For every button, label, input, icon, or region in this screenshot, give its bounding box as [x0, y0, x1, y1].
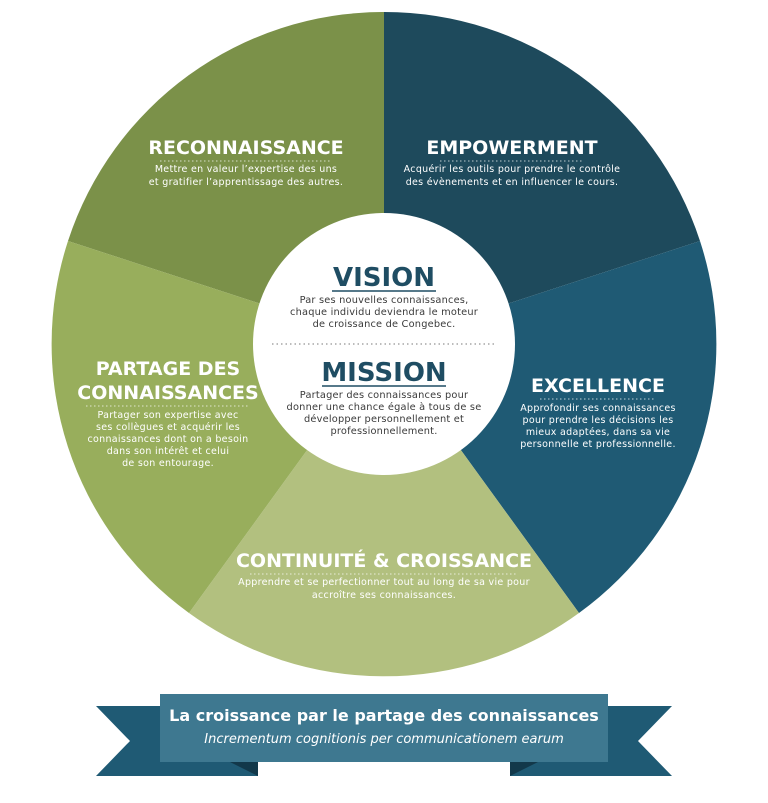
ribbon-fold-left: [230, 762, 258, 776]
partage-title-1: PARTAGE DES: [96, 358, 240, 380]
mission-title: MISSION: [321, 358, 446, 388]
partage-title-2: CONNAISSANCES: [77, 382, 258, 404]
empowerment-title: EMPOWERMENT: [426, 137, 597, 159]
center-circle: [253, 213, 515, 475]
excellence-desc-3: mieux adaptées, dans sa vie: [526, 427, 670, 438]
ribbon-fold-right: [510, 762, 538, 776]
partage-desc-4: dans son intérêt et celui: [107, 446, 230, 457]
partage-desc-5: de son entourage.: [122, 458, 214, 469]
continuite-desc-1: Apprendre et se perfectionner tout au lo…: [238, 577, 530, 588]
banner-subtitle: Incrementum cognitionis per communicatio…: [204, 732, 564, 747]
mission-desc-3: développer personnellement et: [304, 413, 464, 425]
excellence-desc-1: Approfondir ses connaissances: [520, 403, 676, 414]
excellence-desc-2: pour prendre les décisions les: [523, 415, 674, 426]
continuite-desc-2: accroître ses connaissances.: [312, 590, 456, 601]
banner: [160, 694, 608, 762]
empowerment-desc-1: Acquérir les outils pour prendre le cont…: [404, 164, 621, 175]
reconnaissance-desc-2: et gratifier l’apprentissage des autres.: [149, 177, 343, 188]
partage-desc-2: ses collègues et acquérir les: [96, 422, 240, 433]
mission-desc-4: professionnellement.: [330, 426, 437, 437]
partage-desc-3: connaissances dont on a besoin: [88, 434, 249, 445]
vision-desc-1: Par ses nouvelles connaissances,: [300, 295, 469, 306]
empowerment-desc-2: des évènements et en influencer le cours…: [406, 177, 619, 188]
mission-desc-1: Partager des connaissances pour: [300, 390, 469, 401]
partage-desc-1: Partager son expertise avec: [97, 410, 238, 421]
mission-desc-2: donner une chance égale à tous de se: [287, 401, 482, 413]
excellence-desc-4: personnelle et professionnelle.: [520, 439, 676, 450]
reconnaissance-title: RECONNAISSANCE: [148, 137, 343, 159]
segment-continuite-croissance: [189, 344, 579, 677]
vision-title: VISION: [333, 263, 435, 293]
continuite-title: CONTINUITÉ & CROISSANCE: [236, 549, 532, 572]
banner-title: La croissance par le partage des connais…: [169, 706, 599, 725]
excellence-title: EXCELLENCE: [531, 375, 665, 397]
reconnaissance-desc-1: Mettre en valeur l’expertise des uns: [155, 164, 337, 175]
vision-desc-2: chaque individu deviendra le moteur: [290, 307, 479, 318]
vision-desc-3: de croissance de Congebec.: [313, 319, 456, 330]
